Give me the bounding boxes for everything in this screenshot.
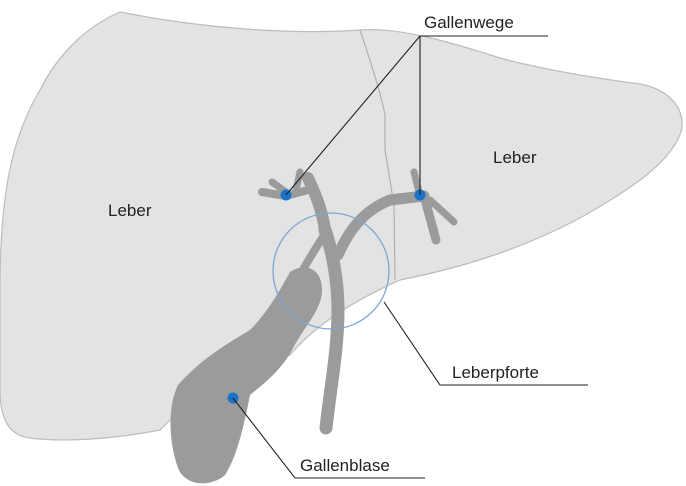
- gallbladder-label: Gallenblase: [300, 456, 390, 475]
- liver-hilum-label: Leberpforte: [452, 363, 539, 382]
- liver-right-label: Leber: [493, 148, 537, 167]
- bile-ducts-label: Gallenwege: [424, 13, 514, 32]
- liver-shape: [0, 12, 682, 440]
- liver-left-label: Leber: [108, 201, 152, 220]
